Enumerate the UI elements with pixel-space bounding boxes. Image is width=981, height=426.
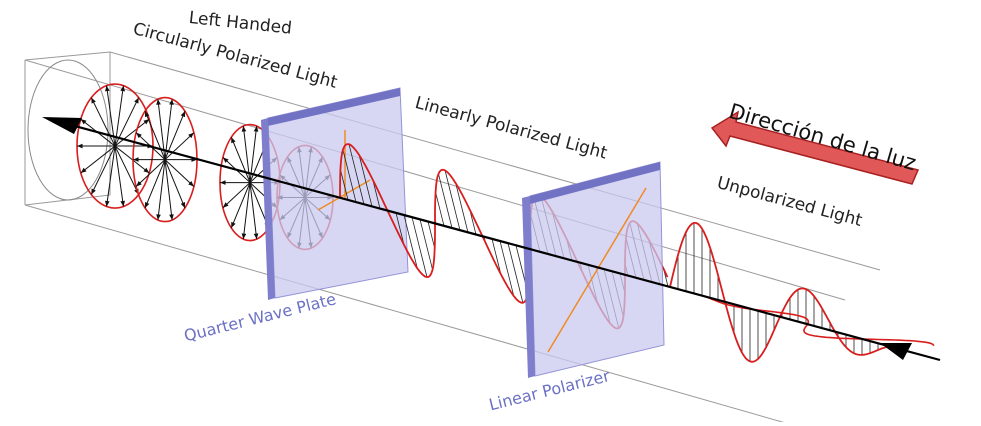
axis-arrowhead-left <box>42 117 82 134</box>
circular-vector-3-6-head <box>231 222 235 228</box>
linear-hatch <box>492 239 501 274</box>
linear-hatch <box>428 222 435 249</box>
linear-hatch <box>438 174 452 228</box>
circular-vector-2-14 <box>165 133 194 160</box>
linear-hatch <box>420 219 433 269</box>
linear-hatch <box>456 183 468 232</box>
linear-hatch <box>500 241 514 296</box>
circular-vector-3-8-head <box>220 180 226 185</box>
circular-vector-2-7 <box>136 160 165 187</box>
axis-arrowhead-right <box>880 343 912 360</box>
circular-vector-2-6-head <box>145 202 149 208</box>
circular-vector-2-3-head <box>181 202 185 208</box>
circular-vector-2-13-head <box>181 111 185 117</box>
quarter-wave-plate <box>261 88 408 300</box>
linear-hatch <box>412 217 427 277</box>
unpolarized-wave-horizontal <box>670 287 934 346</box>
linear-hatch <box>436 192 444 226</box>
circular-vector-3-7 <box>223 183 250 208</box>
circular-vector-3-10-head <box>231 137 235 143</box>
linear-polarizer <box>522 162 664 378</box>
circular-vector-1-8-head <box>77 144 83 149</box>
circular-vector-2-2 <box>165 160 194 187</box>
linear-hatch <box>508 243 523 303</box>
unpolarized-wave <box>670 223 934 362</box>
